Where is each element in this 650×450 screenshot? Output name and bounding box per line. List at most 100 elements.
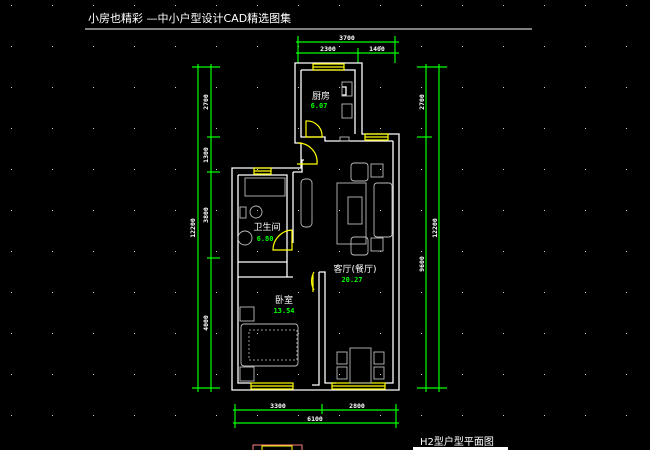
grid-dot (380, 169, 381, 170)
svg-text:卧室: 卧室 (275, 294, 293, 306)
top-dimensions: 3700 2300 1400 (296, 34, 399, 63)
grid-dot (380, 5, 381, 6)
grid-dot (626, 169, 627, 170)
grid-dot (93, 210, 94, 211)
grid-dot (503, 333, 504, 334)
grid-dot (626, 415, 627, 416)
grid-dot (503, 415, 504, 416)
grid-dot (544, 292, 545, 293)
grid-dot (380, 87, 381, 88)
grid-dot (503, 5, 504, 6)
grid-dot (339, 5, 340, 6)
grid-dot (544, 128, 545, 129)
room-living: 客厅(餐厅) 20.27 (333, 263, 376, 284)
svg-text:6.07: 6.07 (311, 102, 328, 110)
grid-dot (257, 374, 258, 375)
furniture (237, 81, 393, 384)
grid-dot (52, 374, 53, 375)
grid-dot (216, 128, 217, 129)
grid-dot (52, 292, 53, 293)
grid-dot (216, 169, 217, 170)
grid-dot (216, 46, 217, 47)
grid-dot (380, 333, 381, 334)
grid-dot (298, 333, 299, 334)
grid-dot (339, 415, 340, 416)
grid-dot (216, 251, 217, 252)
svg-text:6.80: 6.80 (257, 235, 274, 243)
grid-dot (585, 333, 586, 334)
grid-dot (462, 374, 463, 375)
grid-dot (134, 87, 135, 88)
grid-dot (175, 169, 176, 170)
grid-dot (11, 87, 12, 88)
grid-dot (462, 210, 463, 211)
dim-left-1: 2700 (202, 94, 210, 110)
grid-dot (257, 87, 258, 88)
grid-dot (134, 415, 135, 416)
grid-dot (544, 169, 545, 170)
grid-dot (52, 87, 53, 88)
windows-doors (250, 63, 389, 390)
grid-dot (544, 374, 545, 375)
grid-dot (52, 415, 53, 416)
grid-dots (11, 5, 627, 416)
grid-dot (626, 292, 627, 293)
grid-dot (11, 169, 12, 170)
grid-dot (626, 128, 627, 129)
grid-dot (503, 292, 504, 293)
grid-dot (257, 292, 258, 293)
dim-right-total: 12200 (431, 218, 439, 238)
room-bathroom: 卫生间 6.80 (253, 221, 280, 243)
grid-dot (52, 169, 53, 170)
grid-dot (93, 251, 94, 252)
grid-dot (216, 5, 217, 6)
grid-dot (626, 251, 627, 252)
grid-dot (503, 128, 504, 129)
grid-dot (175, 374, 176, 375)
grid-dot (339, 374, 340, 375)
grid-dot (11, 374, 12, 375)
grid-dot (380, 46, 381, 47)
grid-dot (257, 5, 258, 6)
grid-dot (421, 415, 422, 416)
grid-dot (339, 128, 340, 129)
grid-dot (503, 210, 504, 211)
grid-dot (175, 415, 176, 416)
grid-dot (298, 210, 299, 211)
grid-dot (175, 292, 176, 293)
grid-dot (52, 251, 53, 252)
grid-dot (585, 5, 586, 6)
grid-dot (380, 374, 381, 375)
grid-dot (11, 292, 12, 293)
grid-dot (52, 333, 53, 334)
grid-dot (93, 292, 94, 293)
grid-dot (421, 333, 422, 334)
grid-dot (216, 415, 217, 416)
room-kitchen: 厨房 6.07 (311, 90, 330, 110)
dim-top-left: 2300 (320, 45, 336, 53)
grid-dot (339, 333, 340, 334)
grid-dot (216, 292, 217, 293)
grid-dot (216, 374, 217, 375)
grid-dot (503, 374, 504, 375)
grid-dot (11, 415, 12, 416)
grid-dot (462, 46, 463, 47)
svg-text:卫生间: 卫生间 (253, 221, 280, 233)
grid-dot (421, 251, 422, 252)
grid-dot (11, 46, 12, 47)
grid-dot (216, 87, 217, 88)
grid-dot (11, 251, 12, 252)
grid-dot (11, 5, 12, 6)
grid-dot (421, 5, 422, 6)
grid-dot (544, 87, 545, 88)
grid-dot (52, 128, 53, 129)
grid-dot (626, 46, 627, 47)
grid-dot (544, 210, 545, 211)
grid-dot (134, 374, 135, 375)
grid-dot (462, 5, 463, 6)
dim-top-total: 3700 (339, 34, 355, 42)
grid-dot (93, 333, 94, 334)
grid-dot (339, 87, 340, 88)
grid-dot (298, 128, 299, 129)
